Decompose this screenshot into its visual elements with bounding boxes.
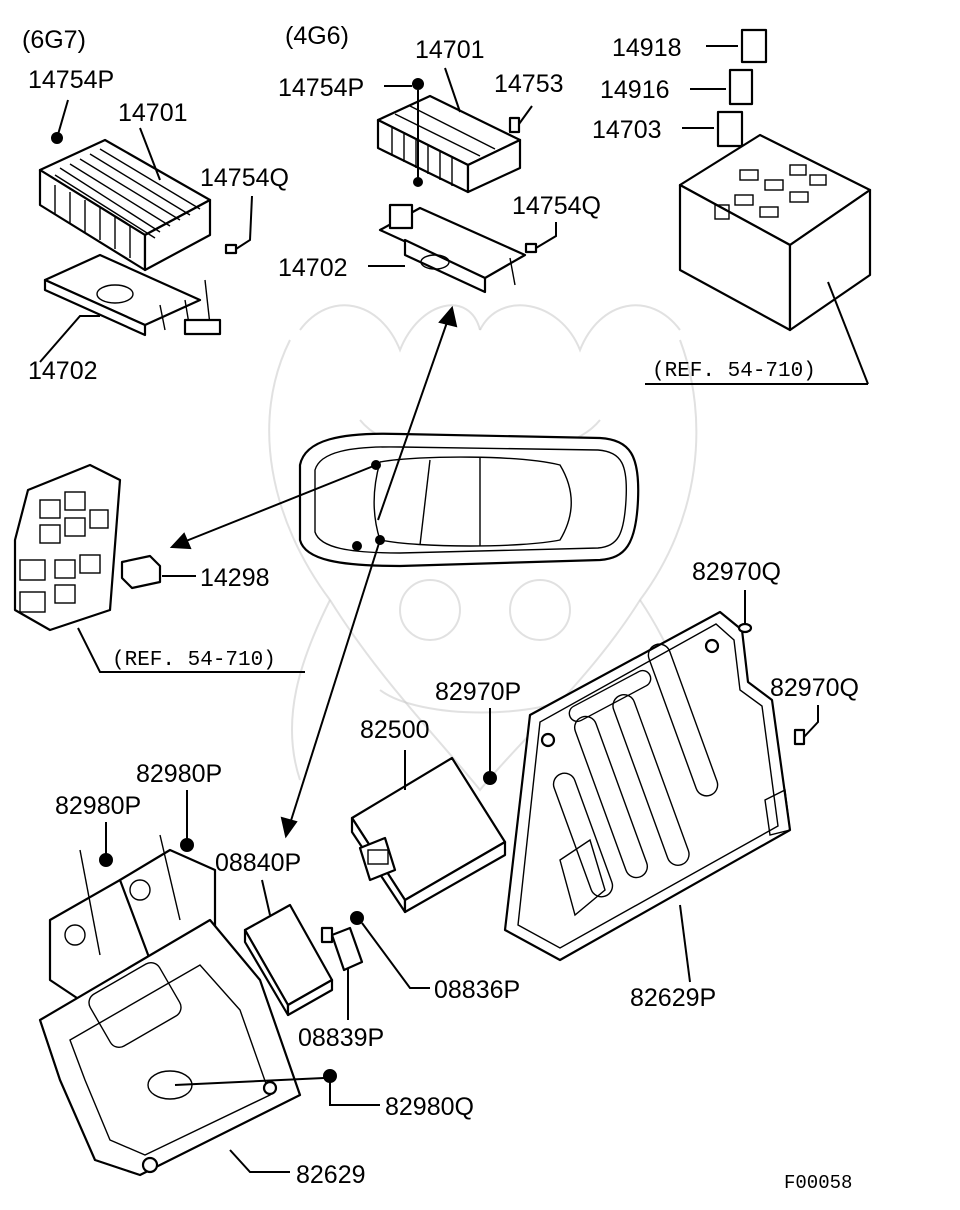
label-14298: 14298 bbox=[200, 564, 270, 592]
ecu-unit-4g6 bbox=[368, 67, 557, 294]
shield-82629P bbox=[483, 590, 819, 983]
label-82970P: 82970P bbox=[435, 678, 521, 706]
relay-14703 bbox=[716, 110, 744, 148]
label-82629: 82629 bbox=[296, 1161, 366, 1189]
label-14754P-4g6: 14754P bbox=[278, 74, 364, 102]
engine-variant-6g7: (6G7) bbox=[22, 26, 86, 54]
nut-82980P-lower bbox=[99, 853, 113, 867]
label-08839P: 08839P bbox=[298, 1024, 384, 1052]
nut-82980Q bbox=[323, 1069, 337, 1083]
label-82500: 82500 bbox=[360, 716, 430, 744]
vehicle-outline bbox=[298, 432, 640, 568]
engine-variant-4g6: (4G6) bbox=[285, 22, 349, 50]
pointer-arrows bbox=[169, 305, 458, 839]
label-14701-6g7: 14701 bbox=[118, 99, 188, 127]
bolt-82970Q-top bbox=[737, 622, 753, 634]
label-14916: 14916 bbox=[600, 76, 670, 104]
relay-14298 bbox=[120, 554, 162, 590]
label-82970Q-top: 82970Q bbox=[692, 558, 781, 586]
label-82980Q: 82980Q bbox=[385, 1093, 474, 1121]
clip-08836P bbox=[350, 911, 430, 989]
clip-82970P bbox=[483, 771, 497, 785]
label-14753: 14753 bbox=[494, 70, 564, 98]
label-14702-4g6: 14702 bbox=[278, 254, 348, 282]
label-82980P-lower: 82980P bbox=[55, 792, 141, 820]
relay-14918 bbox=[740, 28, 768, 64]
label-82970Q-mid: 82970Q bbox=[770, 674, 859, 702]
ref-junction-block: (REF. 54-710) bbox=[112, 649, 276, 672]
module-82500 bbox=[350, 750, 507, 914]
figure-code: F00058 bbox=[784, 1172, 852, 1194]
module-08840P bbox=[243, 879, 334, 1017]
label-14702-6g7: 14702 bbox=[28, 357, 98, 385]
bolt-82970Q-mid bbox=[793, 728, 806, 746]
label-14754Q-4g6: 14754Q bbox=[512, 192, 601, 220]
ecu-unit-6g7 bbox=[38, 99, 253, 363]
nut-14754Q-4g6 bbox=[524, 242, 538, 254]
label-08840P: 08840P bbox=[215, 849, 301, 877]
label-14703: 14703 bbox=[592, 116, 662, 144]
label-82629P: 82629P bbox=[630, 984, 716, 1012]
label-14754P-6g7: 14754P bbox=[28, 66, 114, 94]
label-14701-4g6: 14701 bbox=[415, 36, 485, 64]
nut-14754Q-6g7 bbox=[224, 243, 238, 255]
junction-block bbox=[13, 463, 305, 673]
relay-box bbox=[645, 28, 872, 385]
label-14918: 14918 bbox=[612, 34, 682, 62]
connector-08839P bbox=[320, 926, 364, 1020]
label-14754Q-6g7: 14754Q bbox=[200, 164, 289, 192]
ref-relay-box: (REF. 54-710) bbox=[652, 360, 816, 383]
nut-82980P-upper bbox=[180, 838, 194, 852]
screw-14753 bbox=[508, 116, 521, 134]
bracket-82629 bbox=[38, 790, 380, 1177]
label-82980P-upper: 82980P bbox=[136, 760, 222, 788]
relay-14916 bbox=[728, 68, 754, 106]
nut-14754P-4g6 bbox=[412, 78, 424, 90]
label-08836P: 08836P bbox=[434, 976, 520, 1004]
